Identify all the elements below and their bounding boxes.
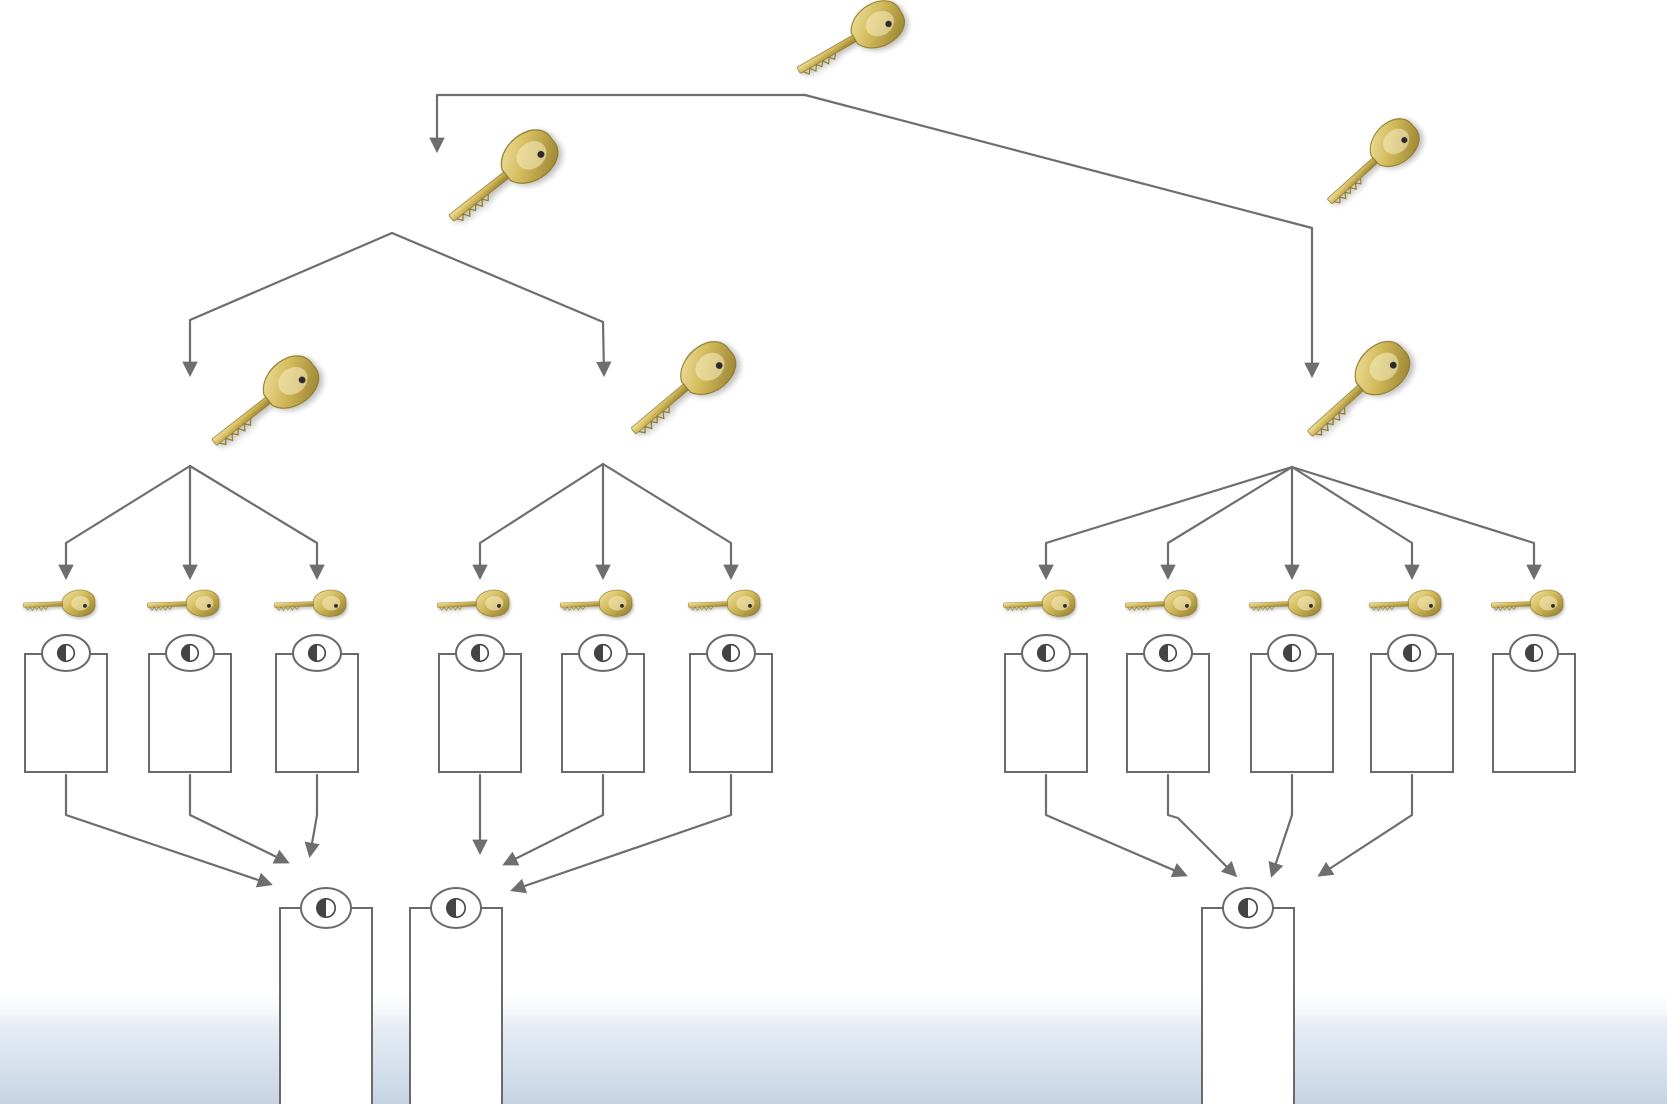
keyway-icon — [180, 643, 200, 663]
change-key-b1-3 — [1248, 589, 1322, 619]
keyway-icon — [593, 643, 613, 663]
change-key-b1-5 — [1490, 589, 1564, 619]
connector-smk-a1-to-change-key-a1-1 — [58, 464, 192, 581]
connector-common-cylinder-3-from-3 — [1268, 773, 1294, 878]
keyway-icon — [1524, 643, 1544, 663]
cylinder-a2-1 — [438, 634, 522, 773]
connector-common-cylinder-1-from-2 — [188, 773, 290, 864]
lock-cylinders — [24, 634, 1576, 1104]
keyway-icon — [470, 643, 490, 663]
keyway-icon — [445, 897, 466, 918]
connector-common-cylinder-2-from-2 — [502, 773, 605, 866]
master-key-a — [435, 119, 568, 238]
floor-gradient — [0, 985, 1667, 1104]
change-key-a2-1 — [436, 589, 510, 619]
keyway-icon — [1402, 643, 1422, 663]
connector-smk-b1-to-change-key-b1-2 — [1160, 465, 1294, 581]
connector-smk-a2-to-change-key-a2-3 — [601, 462, 739, 581]
change-key-b1-1 — [1002, 589, 1076, 619]
sub-master-key-a2 — [617, 331, 746, 450]
cylinder-a1-3 — [275, 634, 359, 773]
common-cylinder-1 — [279, 887, 373, 1104]
cylinder-a2-3 — [689, 634, 773, 773]
connector-smk-b1-to-change-key-b1-4 — [1290, 465, 1420, 581]
keyway-icon — [1158, 643, 1178, 663]
cylinder-b1-2 — [1126, 634, 1210, 773]
connector-smk-a2-to-change-key-a2-1 — [472, 462, 605, 581]
cylinder-a1-2 — [148, 634, 232, 773]
cylinder-a1-1 — [24, 634, 108, 773]
connector-common-cylinder-3-from-1 — [1044, 773, 1188, 878]
keyway-icon — [315, 897, 336, 918]
keyway-icon — [1238, 897, 1259, 918]
connector-common-cylinder-1-from-1 — [64, 773, 273, 888]
connector-smk-a1-to-change-key-a1-3 — [188, 464, 325, 581]
common-cylinder-3 — [1201, 887, 1295, 1104]
cylinder-b1-3 — [1250, 634, 1334, 773]
connector-common-cylinder-1-from-3 — [304, 773, 320, 859]
keyway-icon — [56, 643, 76, 663]
change-key-b1-2 — [1124, 589, 1198, 619]
keyway-icon — [1282, 643, 1302, 663]
change-key-a1-1 — [22, 589, 96, 619]
keys — [22, 0, 1564, 619]
common-cylinder-2 — [409, 887, 503, 1104]
change-key-a2-2 — [559, 589, 633, 619]
connector-common-cylinder-3-from-2 — [1166, 773, 1238, 878]
cylinder-b1-5 — [1492, 634, 1576, 773]
change-key-a1-2 — [146, 589, 220, 619]
connector-gmk-to-mk-a — [429, 93, 807, 154]
connector-smk-b1-to-change-key-b1-5 — [1290, 465, 1542, 581]
connector-gmk-to-mk-b — [803, 93, 1320, 379]
connector-mk-a-to-smk-a2 — [390, 231, 612, 378]
keyway-icon — [721, 643, 741, 663]
cylinder-b1-4 — [1370, 634, 1454, 773]
hierarchy-connectors — [58, 93, 1542, 894]
master-key-b — [1314, 110, 1428, 218]
change-key-a2-3 — [687, 589, 761, 619]
change-key-b1-4 — [1368, 589, 1442, 619]
connector-common-cylinder-2-from-3 — [510, 773, 733, 894]
cylinder-a2-2 — [561, 634, 645, 773]
change-key-a1-3 — [273, 589, 347, 619]
cylinder-b1-1 — [1004, 634, 1088, 773]
keyway-icon — [1036, 643, 1056, 663]
connector-common-cylinder-3-from-4 — [1317, 773, 1414, 877]
sub-master-key-a1 — [199, 346, 329, 462]
connector-smk-b1-to-change-key-b1-1 — [1038, 465, 1294, 581]
keyway-icon — [307, 643, 327, 663]
connector-mk-a-to-smk-a1 — [182, 231, 394, 378]
grand-master-key — [787, 0, 913, 90]
